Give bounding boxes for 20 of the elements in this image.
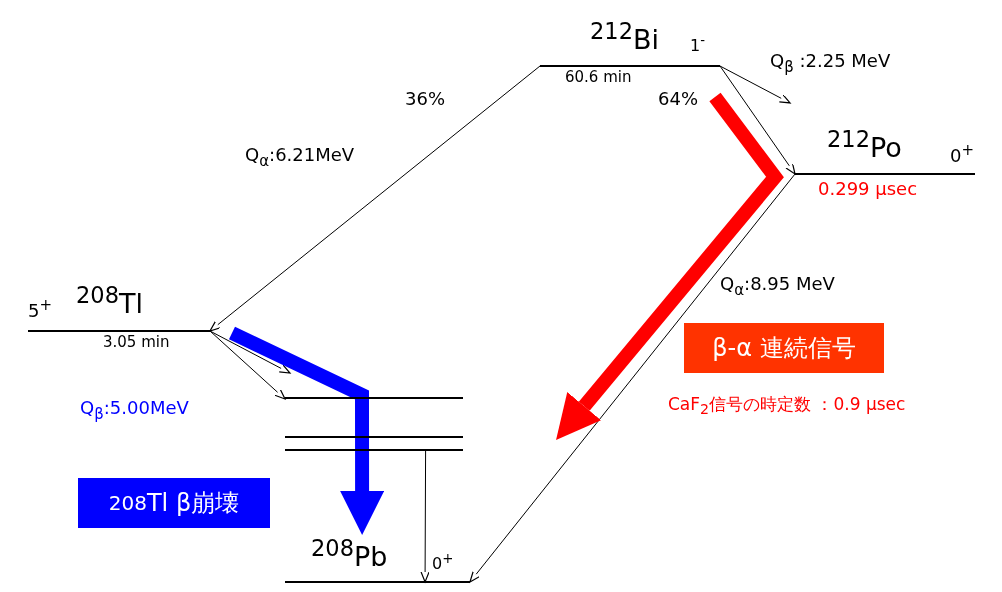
arrow xyxy=(209,65,541,332)
energy-label: Q$_{β}$:5.00MeV xyxy=(80,397,189,423)
energy-level: $^{208}$Pb 0$^{+}$ xyxy=(285,535,470,583)
arrow xyxy=(719,65,791,104)
arrow xyxy=(209,330,286,400)
half-life-label: 3.05 min xyxy=(103,333,170,351)
decay-arrow xyxy=(556,92,784,440)
note-text: CaF$_{2}$信号の時定数 ：0.9 µsec xyxy=(668,393,906,418)
arrow xyxy=(719,65,796,175)
percent-label: 64% xyxy=(658,88,698,109)
arrow xyxy=(209,330,291,374)
energy-level: $^{212}$Bi 1$^{-}$ xyxy=(540,18,720,67)
arrow xyxy=(469,173,796,583)
decay-arrow xyxy=(228,326,385,535)
energy-level: $^{212}$Po 0$^{+}$ xyxy=(795,130,975,175)
half-life-label: 0.299 µsec xyxy=(818,178,918,199)
energy-label: Q$_{α}$:6.21MeV xyxy=(245,144,355,170)
label-box: β-α 連続信号 xyxy=(684,323,884,373)
arrow xyxy=(420,449,430,583)
half-life-label: 60.6 min xyxy=(565,68,632,86)
